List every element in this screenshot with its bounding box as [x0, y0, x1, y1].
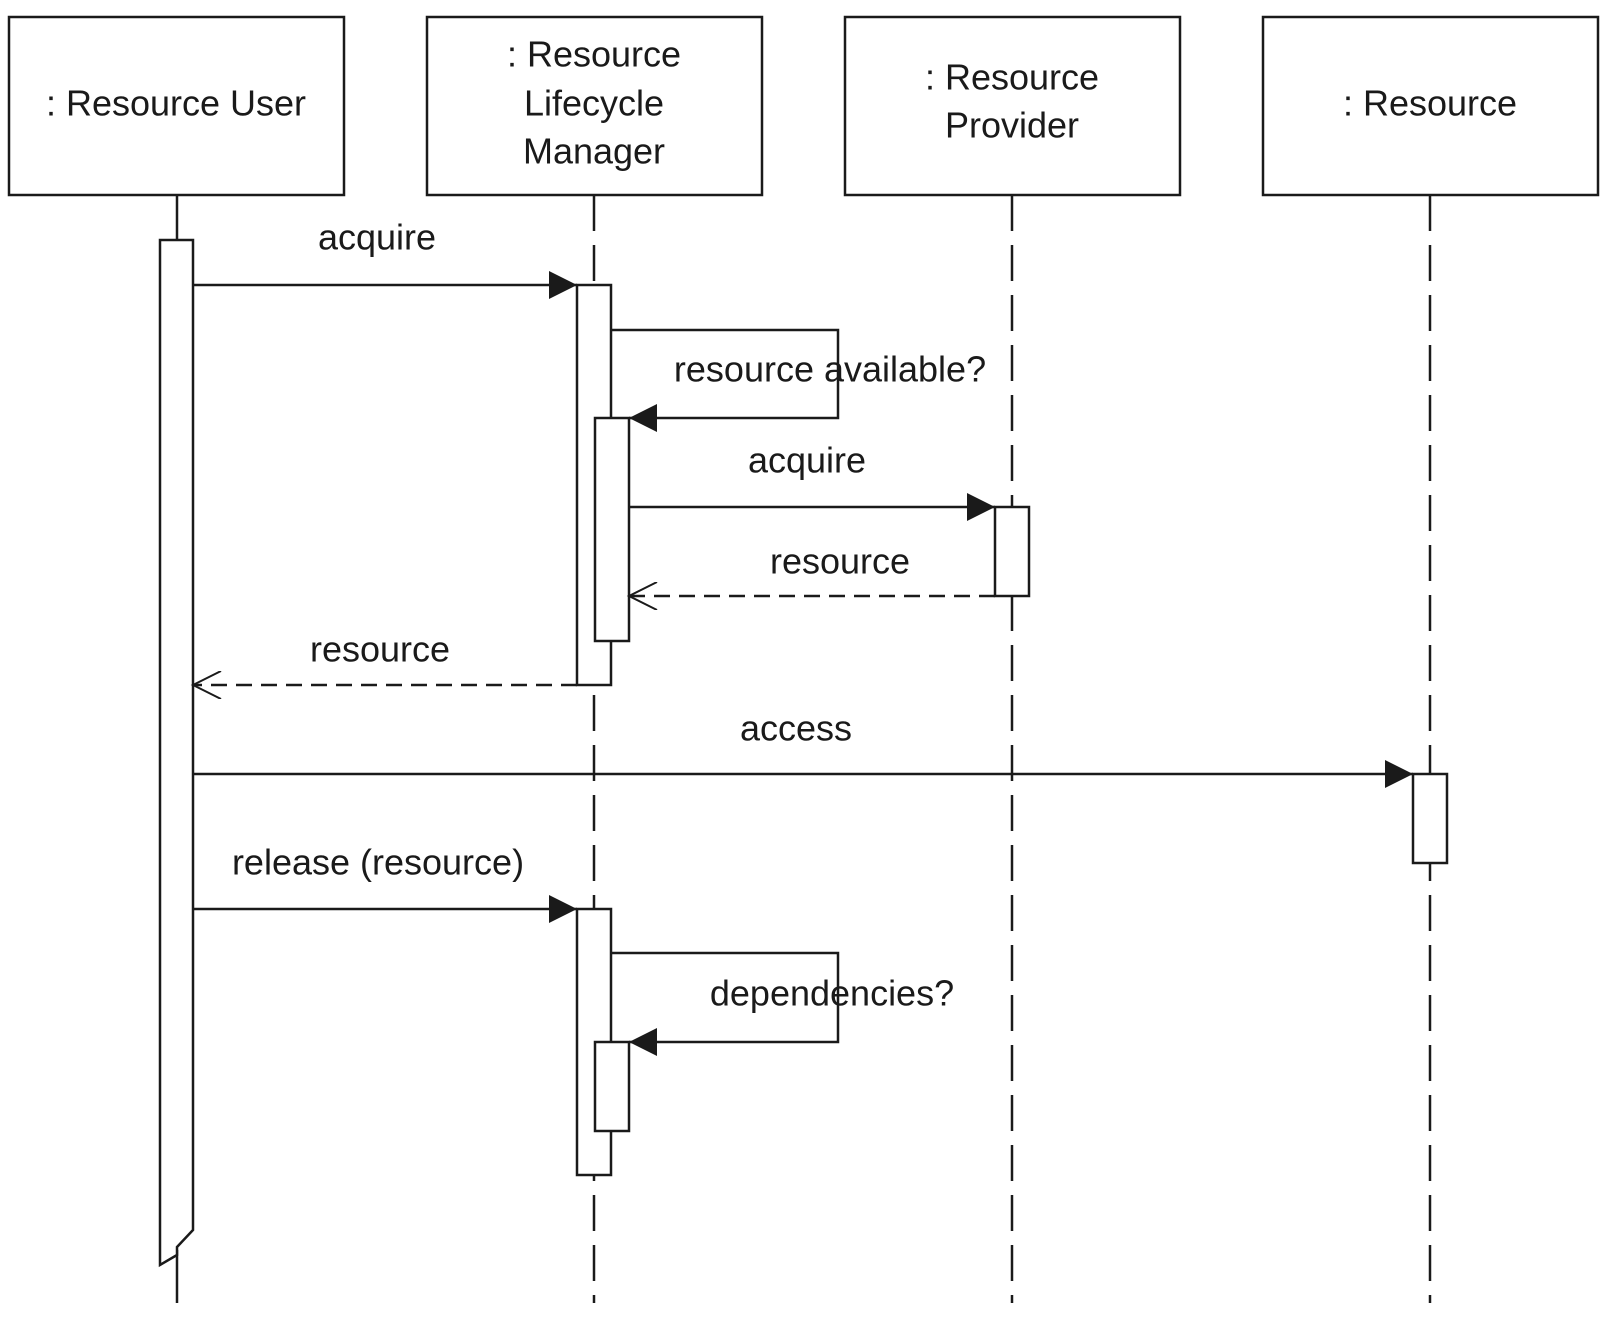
message-release: release (resource) [193, 842, 577, 923]
message-resource-available: resource available? [611, 328, 986, 432]
message-label: resource [310, 629, 450, 670]
message-label: release (resource) [232, 842, 524, 883]
activation-manager-nested-deps [593, 1040, 631, 1133]
participant-label: : Resource User [46, 83, 306, 124]
participant-label-line-2: Provider [945, 105, 1079, 146]
message-arrow [611, 328, 840, 432]
participant-label-line-1: : Resource [925, 57, 1099, 98]
message-label: access [740, 708, 852, 749]
activation-resource-user [158, 238, 195, 1268]
participant-resource-user: : Resource User [7, 15, 346, 197]
activation-provider [993, 505, 1031, 598]
message-resource-return-2: resource [193, 629, 577, 685]
participant-label-line-2: Lifecycle [524, 83, 664, 124]
message-acquire-2: acquire [629, 440, 995, 521]
message-acquire-1: acquire [193, 217, 577, 299]
participant-resource-lifecycle-manager: : Resource Lifecycle Manager [425, 15, 764, 197]
message-label: resource available? [674, 349, 986, 390]
message-label: dependencies? [710, 973, 954, 1014]
activation-resource [1411, 772, 1449, 865]
message-dependencies: dependencies? [611, 951, 954, 1056]
message-access: access [193, 708, 1413, 788]
activation-manager-nested-check [593, 416, 631, 643]
participant-resource-provider: : Resource Provider [843, 15, 1182, 197]
message-arrow [611, 951, 840, 1056]
message-label: resource [770, 541, 910, 582]
participant-resource: : Resource [1261, 15, 1600, 197]
message-resource-return-1: resource [629, 541, 995, 596]
participant-label-line-3: Manager [523, 131, 665, 172]
participant-label: : Resource [1343, 83, 1517, 124]
message-label: acquire [318, 217, 436, 258]
message-label: acquire [748, 440, 866, 481]
participant-label-line-1: : Resource [507, 34, 681, 75]
